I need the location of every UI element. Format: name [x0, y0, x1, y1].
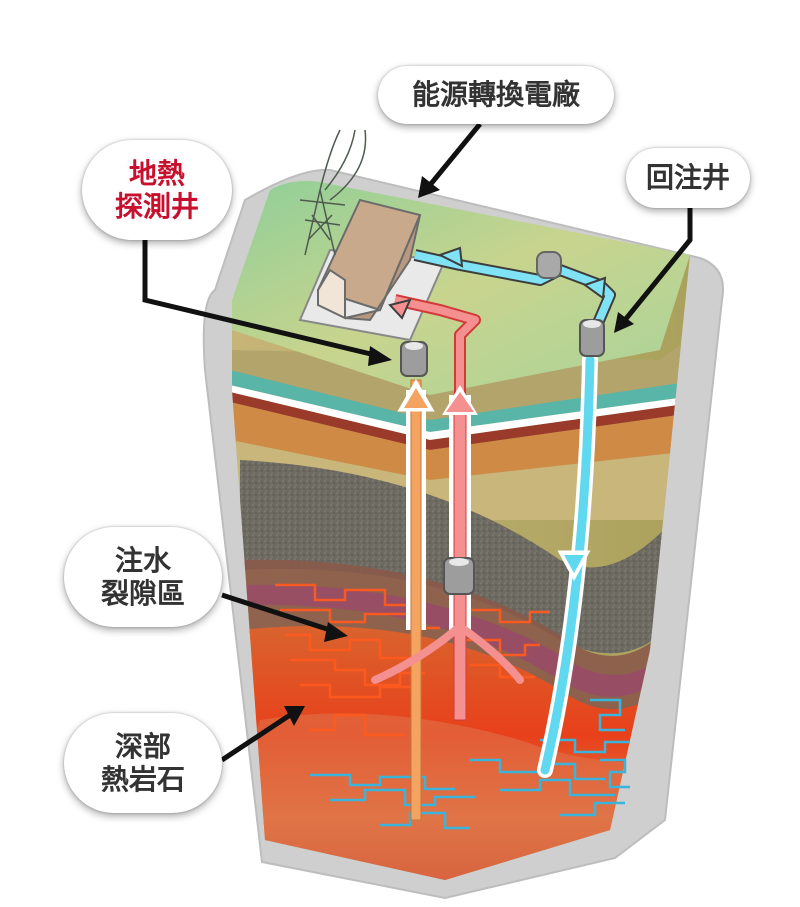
up-arrow-icon [446, 392, 474, 412]
injection-well-pipe [540, 355, 595, 775]
label-deep-hot-rock: 深部 熱岩石 [64, 713, 222, 813]
hot-pipe-surface [394, 296, 479, 395]
label-injection-well: 回注井 [626, 148, 750, 208]
cold-fractures [310, 698, 630, 830]
pump-icon [536, 251, 562, 279]
up-arrow-icon [404, 388, 428, 408]
leader-lines [142, 122, 693, 763]
flow-arrow-icon [437, 246, 464, 268]
plant-wall [317, 268, 346, 320]
label-power-plant: 能源轉換電廠 [378, 66, 614, 124]
label-fracture-zone: 注水 裂隙區 [64, 527, 222, 627]
exploration-well-pipe [410, 379, 422, 821]
down-arrow-icon [564, 555, 584, 573]
flow-arrow-icon [388, 298, 412, 320]
flow-arrow-icon [582, 276, 607, 300]
power-pylon-icon [299, 129, 367, 256]
leader-arrowheads [284, 176, 634, 726]
label-exploration-well: 地熱 探測井 [82, 140, 232, 240]
